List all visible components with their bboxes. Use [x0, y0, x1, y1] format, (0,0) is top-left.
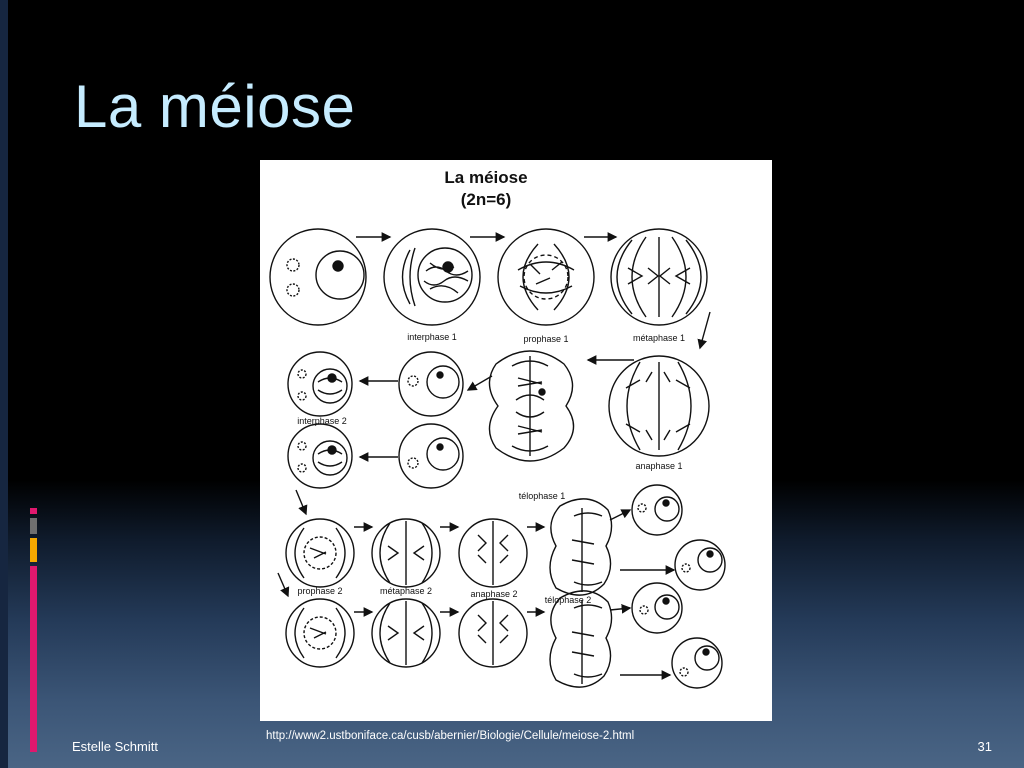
label-metaphase1: métaphase 1 [633, 333, 685, 343]
page-number: 31 [977, 739, 992, 754]
label-anaphase2: anaphase 2 [470, 589, 517, 599]
cell-product-3 [631, 582, 683, 634]
left-edge-bar [0, 0, 8, 768]
cell-daughter-a [398, 351, 464, 417]
footer-author: Estelle Schmitt [72, 739, 158, 754]
cell-metaphase2-b [371, 598, 441, 668]
label-telophase1: télophase 1 [519, 491, 566, 501]
accent-pink-top [30, 508, 37, 514]
flow-arrows [277, 232, 711, 680]
cell-anaphase2-b [458, 598, 528, 668]
cell-anaphase1 [608, 355, 710, 457]
label-metaphase2: métaphase 2 [380, 586, 432, 596]
cell-product-2 [674, 539, 726, 591]
label-anaphase1: anaphase 1 [635, 461, 682, 471]
cell-anaphase2-a [458, 518, 528, 588]
cell-prophase1 [497, 228, 595, 326]
cell-daughter-b [398, 423, 464, 489]
cell-prophase2-b [285, 598, 355, 668]
cell-interphase2-b [287, 423, 353, 489]
cell-metaphase2-a [371, 518, 441, 588]
cell-interphase2-a [287, 351, 353, 417]
meiosis-diagram: La méiose (2n=6) [269, 168, 726, 689]
figure-title: La méiose [444, 168, 527, 187]
cell-metaphase1 [610, 228, 708, 326]
label-prophase1: prophase 1 [523, 334, 568, 344]
cell-product-1 [631, 484, 683, 536]
accent-pink-bar [30, 566, 37, 752]
label-telophase2: télophase 2 [545, 595, 592, 605]
cell-telophase1 [488, 350, 575, 462]
cell-prophase2-a [285, 518, 355, 588]
slide-title: La méiose [74, 73, 356, 140]
label-interphase1: interphase 1 [407, 332, 457, 342]
meiosis-figure: La méiose (2n=6) [260, 160, 772, 721]
accent-orange-block [30, 538, 37, 562]
source-url[interactable]: http://www2.ustboniface.ca/cusb/abernier… [266, 730, 635, 742]
cell-product-4 [671, 637, 723, 689]
cell-telophase2-b [549, 590, 613, 688]
cell-interphase1 [269, 228, 367, 326]
accent-gray-block [30, 518, 37, 534]
cell-telophase2-a [549, 498, 613, 596]
label-prophase2: prophase 2 [297, 586, 342, 596]
figure-subtitle: (2n=6) [461, 190, 512, 209]
cell-early-interphase [383, 228, 481, 326]
label-interphase2: interphase 2 [297, 416, 347, 426]
